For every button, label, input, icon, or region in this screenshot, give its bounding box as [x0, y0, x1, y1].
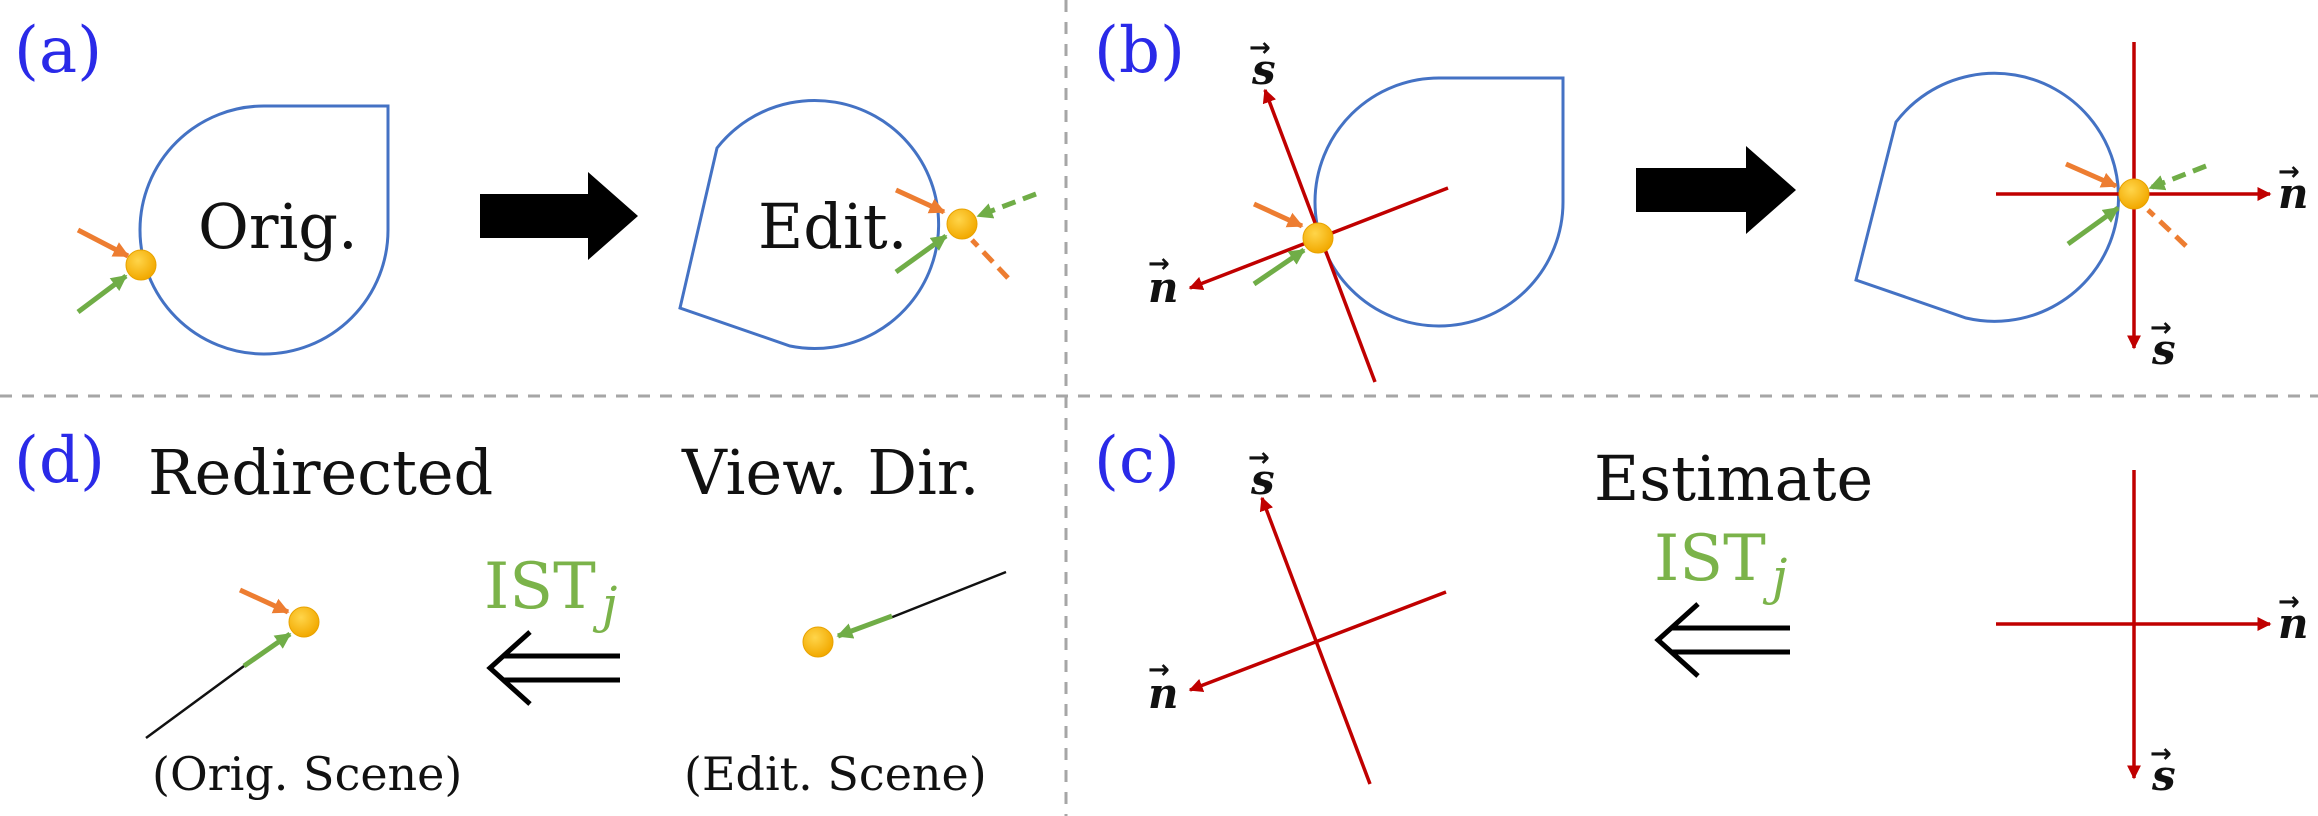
panel-b: (b) → s → n → n → s: [1094, 14, 2309, 383]
n-axis: [1188, 590, 1447, 693]
orange-ray: [894, 187, 946, 215]
ist-main: IST: [484, 550, 596, 624]
green-ray: [1252, 247, 1306, 287]
edit-scene-label: (Edit. Scene): [684, 747, 987, 801]
view-ray-line: [889, 570, 1007, 620]
green-ray: [76, 274, 128, 314]
edit-label: Edit.: [758, 190, 907, 263]
view-ray-line: [145, 664, 245, 740]
green-ray: [2066, 205, 2120, 247]
s-vector-arrow: →: [1249, 33, 1271, 63]
n-vector-arrow: →: [2278, 157, 2300, 187]
surface-point: [288, 606, 320, 638]
edited-shape: [678, 98, 941, 350]
estimate-label: Estimate: [1594, 442, 1873, 515]
orange-dashed-ray: [2146, 208, 2188, 248]
s-vector-label: s: [2151, 325, 2176, 374]
n-vector-label: n: [2278, 169, 2309, 218]
orig-scene-label: (Orig. Scene): [152, 747, 462, 801]
orange-ray: [238, 587, 290, 615]
green-ray: [894, 233, 948, 275]
orange-dashed-ray: [970, 238, 1010, 280]
n-vector-arrow: →: [1148, 655, 1170, 685]
panel-a-label: (a): [14, 14, 102, 88]
transform-arrow: [480, 172, 638, 260]
panel-c-label: (c): [1094, 424, 1180, 498]
redirected-label: Redirected: [148, 436, 493, 509]
view-dir-label: View. Dir.: [681, 436, 979, 509]
n-vector-arrow: →: [1148, 249, 1170, 279]
n-vector-arrow: →: [2278, 587, 2300, 617]
ist-main: IST: [1654, 522, 1766, 596]
green-ray: [836, 613, 893, 639]
surface-point: [946, 208, 978, 240]
n-vector-label: n: [1148, 263, 1179, 312]
green-dashed-ray: [2148, 163, 2207, 191]
original-shape: [1313, 76, 1565, 328]
surface-point: [125, 249, 157, 281]
orig-label: Orig.: [198, 190, 358, 263]
transform-arrow: [1636, 146, 1796, 234]
orange-ray: [2064, 161, 2118, 189]
surface-point: [1302, 222, 1334, 254]
orange-ray: [76, 227, 130, 259]
edited-shape: [1854, 71, 2120, 323]
original-shape: [138, 104, 390, 356]
panel-d-label: (d): [14, 424, 105, 498]
s-vector-label: s: [1251, 45, 1276, 94]
s-vector-arrow: →: [2150, 739, 2172, 769]
orange-ray: [1252, 201, 1304, 229]
s-vector-arrow: →: [2150, 313, 2172, 343]
panel-b-label: (b): [1094, 14, 1185, 88]
s-vector-label: s: [2151, 751, 2176, 800]
surface-point: [2118, 178, 2150, 210]
panel-a: (a) Orig. Edit.: [14, 14, 1037, 356]
green-ray: [242, 631, 292, 669]
double-left-arrow: [1654, 602, 1790, 678]
surface-point: [802, 626, 834, 658]
double-left-arrow: [486, 630, 620, 706]
s-vector-label: s: [1250, 455, 1275, 504]
n-vector-label: n: [1148, 669, 1179, 718]
n-vector-label: n: [2278, 599, 2309, 648]
green-dashed-ray: [976, 191, 1037, 219]
s-vector-arrow: →: [1248, 443, 1270, 473]
